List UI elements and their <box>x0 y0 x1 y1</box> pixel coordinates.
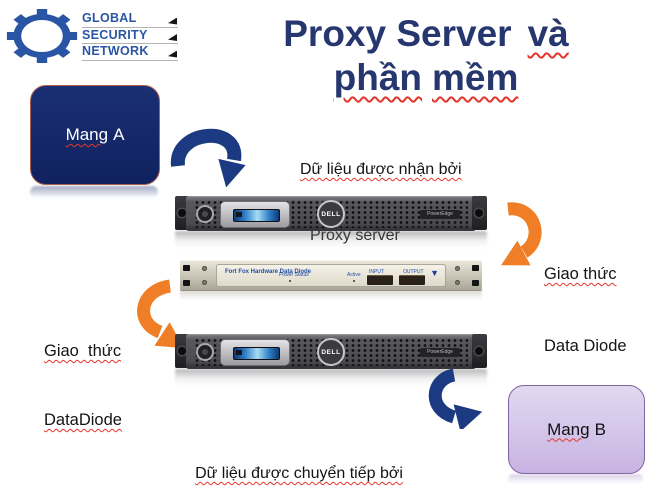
power-button-icon <box>196 343 214 361</box>
model-badge: PowerEdge <box>420 210 460 219</box>
lcd-screen <box>233 347 280 360</box>
logo-word: NETWORK <box>82 44 149 58</box>
dell-logo: DELL <box>317 200 345 228</box>
active-label: Active <box>347 272 361 278</box>
title-text: Proxy Server <box>283 13 512 54</box>
network-a-label: Mang <box>65 125 109 144</box>
screw-icon <box>472 280 479 286</box>
flow-arrow-proxy-to-diode-icon <box>501 202 542 266</box>
network-b-reflection <box>508 474 643 484</box>
server-faceplate: DELL PowerEdge <box>186 334 476 369</box>
logo-wordmark: GLOBAL SECURITY NETWORK <box>82 11 178 61</box>
annotation-text: Giao thức <box>44 342 122 360</box>
output-label: OUTPUT <box>403 269 424 275</box>
brand-text: DELL <box>321 348 341 356</box>
brand-text: DELL <box>321 210 341 218</box>
flow-arrow-a-to-proxy-icon <box>170 129 246 188</box>
annotation-protocol-left: Giao thức DataDiode <box>44 294 122 478</box>
logo-word: SECURITY <box>82 27 148 42</box>
screw-icon <box>178 347 186 355</box>
diode-title: Fort Fox Hardware Data Diode <box>225 269 312 275</box>
castle-ring-icon <box>6 9 78 63</box>
proxy-server-bottom-device: DELL PowerEdge <box>175 334 487 369</box>
server-faceplate: DELL PowerEdge <box>186 196 476 231</box>
diode-faceplate: Fort Fox Hardware Data Diode Power Statu… <box>216 264 446 287</box>
power-button-icon <box>196 205 214 223</box>
dell-logo: DELL <box>317 338 345 366</box>
proxy-server-top-device: DELL PowerEdge <box>175 196 487 231</box>
input-label: INPUT <box>369 269 384 275</box>
network-a-box: Mang A <box>30 85 160 185</box>
led-icon <box>289 280 291 282</box>
network-a-reflection <box>30 186 158 198</box>
network-a-letter: A <box>113 125 125 144</box>
title-line-1: Proxy Server và <box>246 12 606 56</box>
screw-icon <box>472 265 479 271</box>
network-b-box: Mang B <box>508 385 645 474</box>
input-port <box>367 275 393 285</box>
vendor-triangle-icon: ▼ <box>430 268 439 278</box>
screw-icon <box>475 347 483 355</box>
power-status-label: Power Status <box>279 272 309 278</box>
rack-ear <box>472 196 487 230</box>
title-text: mềm <box>432 57 519 98</box>
arrow-mark-icon <box>168 17 177 25</box>
output-port <box>399 275 425 285</box>
annotation-forwarded: Dữ liệu được chuyển tiếp bởi Proxy serve… <box>178 419 420 498</box>
gsn-logo: GLOBAL SECURITY NETWORK <box>6 4 178 66</box>
lcd-panel <box>220 339 290 366</box>
annotation-text: Data Diode <box>544 337 627 355</box>
annotation-text: Dữ liệu được chuyển tiếp bởi <box>195 465 403 482</box>
server-reflection <box>175 231 487 248</box>
logo-word: GLOBAL <box>82 11 137 25</box>
diode-reflection <box>180 290 482 300</box>
logo-line: GLOBAL <box>82 11 178 28</box>
title-text: và <box>527 13 569 54</box>
network-b-letter: B <box>594 419 606 439</box>
screw-icon <box>202 280 207 285</box>
screw-icon <box>475 209 483 217</box>
annotation-text: Dữ liệu được nhận bởi <box>300 161 462 178</box>
annotation-text: Giao thức <box>544 265 617 283</box>
title-text: phần <box>333 57 422 98</box>
lcd-panel <box>220 201 290 228</box>
screw-icon <box>202 266 207 271</box>
screw-icon <box>178 209 186 217</box>
arrow-mark-icon <box>168 34 177 41</box>
data-diode-device: Fort Fox Hardware Data Diode Power Statu… <box>180 260 482 290</box>
lcd-screen <box>233 209 280 222</box>
screw-icon <box>455 266 460 271</box>
led-icon <box>353 280 355 282</box>
annotation-protocol-right: Giao thức Data Diode <box>544 214 627 406</box>
network-b-label: Mang <box>547 419 590 439</box>
screw-icon <box>183 280 190 286</box>
arrow-mark-icon <box>168 50 177 58</box>
screw-icon <box>455 280 460 285</box>
model-badge: PowerEdge <box>420 348 460 357</box>
annotation-text: DataDiode <box>44 411 122 429</box>
logo-line: NETWORK <box>82 44 178 61</box>
rack-ear <box>472 334 487 368</box>
screw-icon <box>183 265 190 271</box>
flow-arrow-proxy-to-b-icon <box>428 369 483 429</box>
server-reflection <box>175 369 487 386</box>
logo-line: SECURITY <box>82 27 178 44</box>
